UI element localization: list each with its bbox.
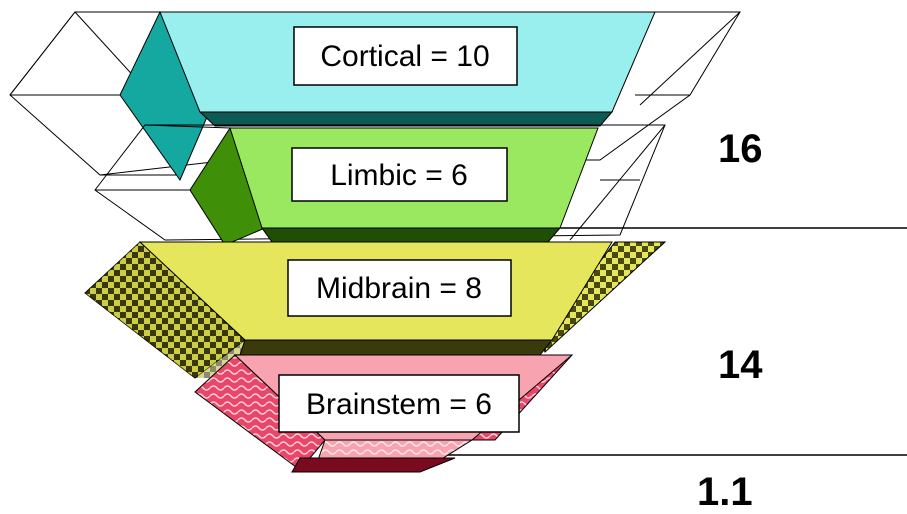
cortical-bottom (198, 111, 614, 127)
label-brainstem: Brainstem = 6 (278, 374, 520, 433)
label-cortical: Cortical = 10 (293, 26, 518, 86)
svg-text:Brainstem = 6: Brainstem = 6 (306, 388, 492, 421)
brainstem-bottom (291, 457, 456, 473)
midbrain-bottom (239, 339, 554, 356)
svg-text:Midbrain = 8: Midbrain = 8 (316, 272, 482, 305)
label-limbic: Limbic = 6 (291, 147, 508, 202)
label-midbrain: Midbrain = 8 (287, 259, 512, 317)
svg-text:Cortical = 10: Cortical = 10 (320, 40, 489, 73)
side-number-top: 16 (718, 127, 763, 171)
limbic-wireframe (94, 124, 666, 241)
side-number-bottom: 1.1 (697, 470, 753, 514)
svg-text:Limbic = 6: Limbic = 6 (330, 159, 468, 192)
limbic-bottom (261, 227, 562, 243)
side-number-middle: 14 (718, 343, 763, 387)
